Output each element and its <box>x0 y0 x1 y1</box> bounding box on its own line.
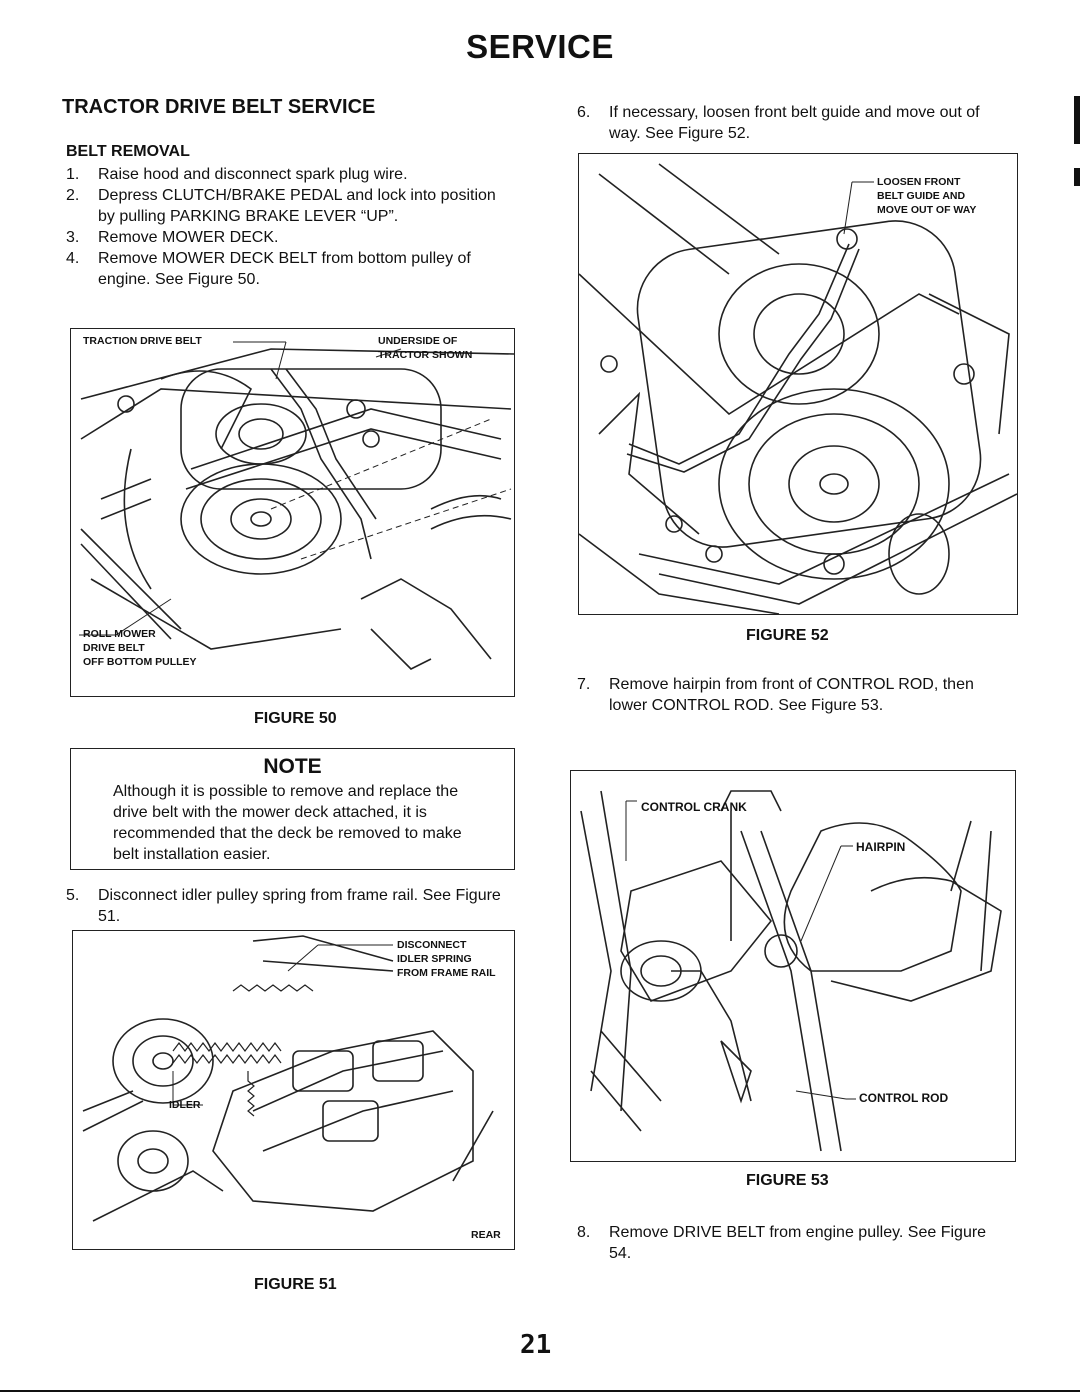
sub-heading: BELT REMOVAL <box>66 143 190 160</box>
step-6-block: 6.If necessary, loosen front belt guide … <box>577 102 1007 144</box>
callout-underside-line-2: TRACTOR SHOWN <box>378 349 473 361</box>
callout-hairpin: HAIRPIN <box>856 840 906 854</box>
step-3: 3.Remove MOWER DECK. <box>66 229 279 246</box>
note-body: Although it is possible to remove and re… <box>113 783 462 863</box>
front-belt-guide-drawing <box>579 163 1017 614</box>
step-8: 8.Remove DRIVE BELT from engine pulley. … <box>577 1224 987 1262</box>
steps-list-left: 1.Raise hood and disconnect spark plug w… <box>66 164 506 290</box>
page-number: 21 <box>520 1330 552 1360</box>
figure-53-caption: FIGURE 53 <box>746 1172 829 1189</box>
step-7: 7.Remove hairpin from front of CONTROL R… <box>577 676 974 714</box>
callout-underside-line-1: UNDERSIDE OF <box>378 335 458 347</box>
step-8-block: 8.Remove DRIVE BELT from engine pulley. … <box>577 1222 1007 1264</box>
page-title: SERVICE <box>466 28 614 65</box>
scan-edge-mark <box>1074 96 1080 144</box>
callout-loosen-line-2: BELT GUIDE AND <box>877 190 966 202</box>
note-box: NOTE Although it is possible to remove a… <box>70 748 515 870</box>
figure-52-caption: FIGURE 52 <box>746 627 829 644</box>
callout-loosen-line-3: MOVE OUT OF WAY <box>877 204 977 216</box>
figure-51-illustration: DISCONNECT IDLER SPRING FROM FRAME RAIL … <box>72 930 515 1250</box>
belt-pulley-drawing <box>79 341 514 670</box>
figure-50-caption: FIGURE 50 <box>254 710 337 727</box>
figure-51-caption: FIGURE 51 <box>254 1276 337 1293</box>
callout-disconnect-line-2: IDLER SPRING <box>397 953 472 965</box>
step-7-block: 7.Remove hairpin from front of CONTROL R… <box>577 674 1007 716</box>
step-2: 2.Depress CLUTCH/BRAKE PEDAL and lock in… <box>66 187 496 225</box>
figure-50-illustration: TRACTION DRIVE BELT UNDERSIDE OF TRACTOR… <box>70 328 515 697</box>
callout-disconnect-line-3: FROM FRAME RAIL <box>397 967 496 979</box>
figure-53-illustration: CONTROL CRANK HAIRPIN CONTROL ROD <box>570 770 1016 1162</box>
callout-traction-drive-belt: TRACTION DRIVE BELT <box>83 335 202 347</box>
figure-52-illustration: LOOSEN FRONT BELT GUIDE AND MOVE OUT OF … <box>578 153 1018 615</box>
step-5-block: 5.Disconnect idler pulley spring from fr… <box>66 885 506 927</box>
note-title: NOTE <box>263 755 322 778</box>
control-rod-hairpin-drawing <box>580 790 1002 1152</box>
idler-spring-drawing <box>82 935 494 1222</box>
step-1: 1.Raise hood and disconnect spark plug w… <box>66 166 408 183</box>
callout-disconnect-line-1: DISCONNECT <box>397 939 467 951</box>
callout-roll-mower-line-3: OFF BOTTOM PULLEY <box>83 656 197 668</box>
scan-edge-mark <box>1074 168 1080 186</box>
step-4: 4.Remove MOWER DECK BELT from bottom pul… <box>66 250 471 288</box>
callout-idler: IDLER <box>169 1099 201 1111</box>
step-6: 6.If necessary, loosen front belt guide … <box>577 104 980 142</box>
callout-control-rod: CONTROL ROD <box>859 1091 949 1105</box>
callout-roll-mower-line-2: DRIVE BELT <box>83 642 145 654</box>
callout-rear: REAR <box>471 1229 501 1241</box>
section-heading: TRACTOR DRIVE BELT SERVICE <box>62 96 376 118</box>
callout-roll-mower-line-1: ROLL MOWER <box>83 628 156 640</box>
callout-control-crank: CONTROL CRANK <box>641 800 747 814</box>
callout-loosen-line-1: LOOSEN FRONT <box>877 176 961 188</box>
bottom-rule <box>0 1390 1080 1392</box>
step-5: 5.Disconnect idler pulley spring from fr… <box>66 887 501 925</box>
